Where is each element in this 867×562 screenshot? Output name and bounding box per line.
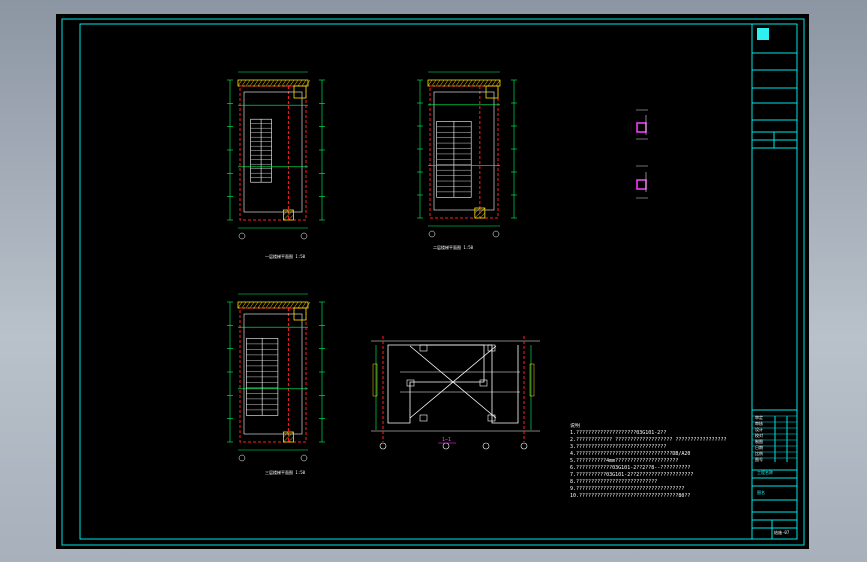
title-block-row-label: 制图 — [755, 439, 763, 444]
notes-title: 说明 — [570, 423, 581, 429]
note-line: 6.????????????03G101-2??2??8--?????????? — [570, 465, 691, 471]
title-block-row-label: 审核 — [755, 421, 763, 426]
note-line: 9.???????????????????????????????????? — [570, 486, 685, 492]
general-notes: 说明 1.????????????????????03G101-2?? 2.??… — [570, 423, 760, 500]
note-line: 4.????????????????????????????????DB/A20 — [570, 451, 691, 457]
inner-frame — [79, 23, 798, 540]
title-block-row-label: 比例 — [755, 451, 763, 456]
column-detail-1 — [636, 109, 648, 140]
logo-mark — [757, 28, 769, 40]
drawing-name-label: 图名 — [757, 490, 765, 495]
title-block-row-label: 设计 — [755, 427, 763, 432]
note-line: 5.??????????4mm????????????????????? — [570, 458, 679, 464]
stair-plan-1 — [227, 71, 325, 240]
drawing-sheet — [56, 14, 809, 549]
sheet-number: 结施-07 — [774, 530, 790, 535]
plan-caption-2: 二层楼梯平面图 1:50 — [433, 245, 474, 250]
title-block — [751, 24, 797, 539]
section-label: 1—1 — [442, 437, 451, 443]
plan-caption-3: 三层楼梯平面图 1:50 — [265, 470, 306, 475]
project-name-label: 工程名称 — [757, 470, 773, 475]
stair-plan-2 — [417, 71, 517, 238]
plan-caption-1: 一层楼梯平面图 1:50 — [265, 254, 306, 259]
note-line: 8.??????????????????????????? — [570, 479, 658, 485]
title-block-row-label: 图号 — [755, 457, 763, 462]
note-line: 2.???????????? ??????????????????? ?????… — [570, 437, 727, 443]
stair-plan-3 — [227, 293, 325, 462]
note-line: 7.??????????03G101-2??2?????????????????… — [570, 472, 694, 478]
outer-frame — [61, 18, 805, 546]
title-block-row-label: 日期 — [755, 445, 763, 450]
note-line: 1.????????????????????03G101-2?? — [570, 430, 667, 436]
note-line: 10.?????????????????????????????????80?? — [570, 493, 691, 499]
title-block-row-label: 校对 — [755, 433, 763, 438]
title-block-row-label: 审定 — [755, 415, 763, 420]
column-detail-2 — [636, 165, 648, 199]
stair-section-1-1: 1—1 — [371, 336, 540, 450]
note-line: 3.?????????????????????????????? — [570, 444, 667, 450]
